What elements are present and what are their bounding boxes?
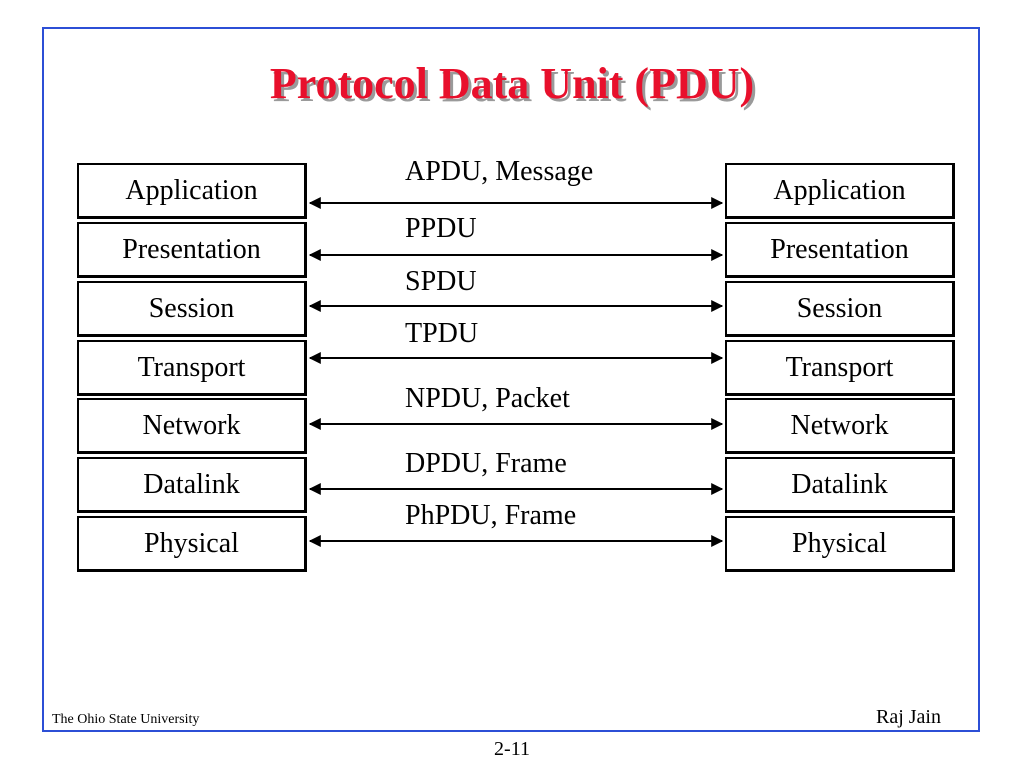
pdu-label-network: NPDU, Packet (405, 383, 570, 414)
right-layer-transport: Transport (725, 340, 955, 396)
layer-label: Presentation (122, 233, 261, 265)
pdu-label-presentation: PPDU (405, 213, 477, 244)
pdu-label-datalink: DPDU, Frame (405, 448, 567, 479)
left-layer-application: Application (77, 163, 307, 219)
pdu-label-session: SPDU (405, 266, 477, 297)
pdu-label-application: APDU, Message (405, 156, 594, 187)
layer-label: Physical (144, 527, 239, 559)
layer-label: Datalink (143, 468, 240, 500)
layer-label: Presentation (770, 233, 909, 265)
footer-institution: The Ohio State University (52, 712, 200, 727)
slide-frame (42, 27, 980, 732)
right-layer-presentation: Presentation (725, 222, 955, 278)
left-layer-datalink: Datalink (77, 457, 307, 513)
layer-label: Session (796, 292, 883, 324)
right-layer-session: Session (725, 281, 955, 337)
layer-label: Application (773, 174, 906, 206)
right-layer-physical: Physical (725, 516, 955, 572)
layer-label: Application (125, 174, 258, 206)
left-layer-session: Session (77, 281, 307, 337)
pdu-label-physical: PhPDU, Frame (405, 500, 577, 531)
slide-title: Protocol Data Unit (PDU) (269, 59, 755, 108)
pdu-label-transport: TPDU (405, 318, 479, 349)
left-layer-presentation: Presentation (77, 222, 307, 278)
layer-label: Session (148, 292, 235, 324)
layer-label: Transport (137, 351, 246, 383)
title-container: Protocol Data Unit (PDU) (0, 58, 1024, 109)
layer-label: Network (142, 409, 241, 441)
right-layer-network: Network (725, 398, 955, 454)
right-layer-application: Application (725, 163, 955, 219)
left-layer-network: Network (77, 398, 307, 454)
footer-author: Raj Jain (876, 706, 941, 728)
layer-label: Network (790, 409, 889, 441)
layer-label: Transport (785, 351, 894, 383)
layer-label: Datalink (791, 468, 888, 500)
left-layer-physical: Physical (77, 516, 307, 572)
right-layer-datalink: Datalink (725, 457, 955, 513)
layer-label: Physical (792, 527, 887, 559)
page-number: 2-11 (494, 738, 530, 760)
left-layer-transport: Transport (77, 340, 307, 396)
